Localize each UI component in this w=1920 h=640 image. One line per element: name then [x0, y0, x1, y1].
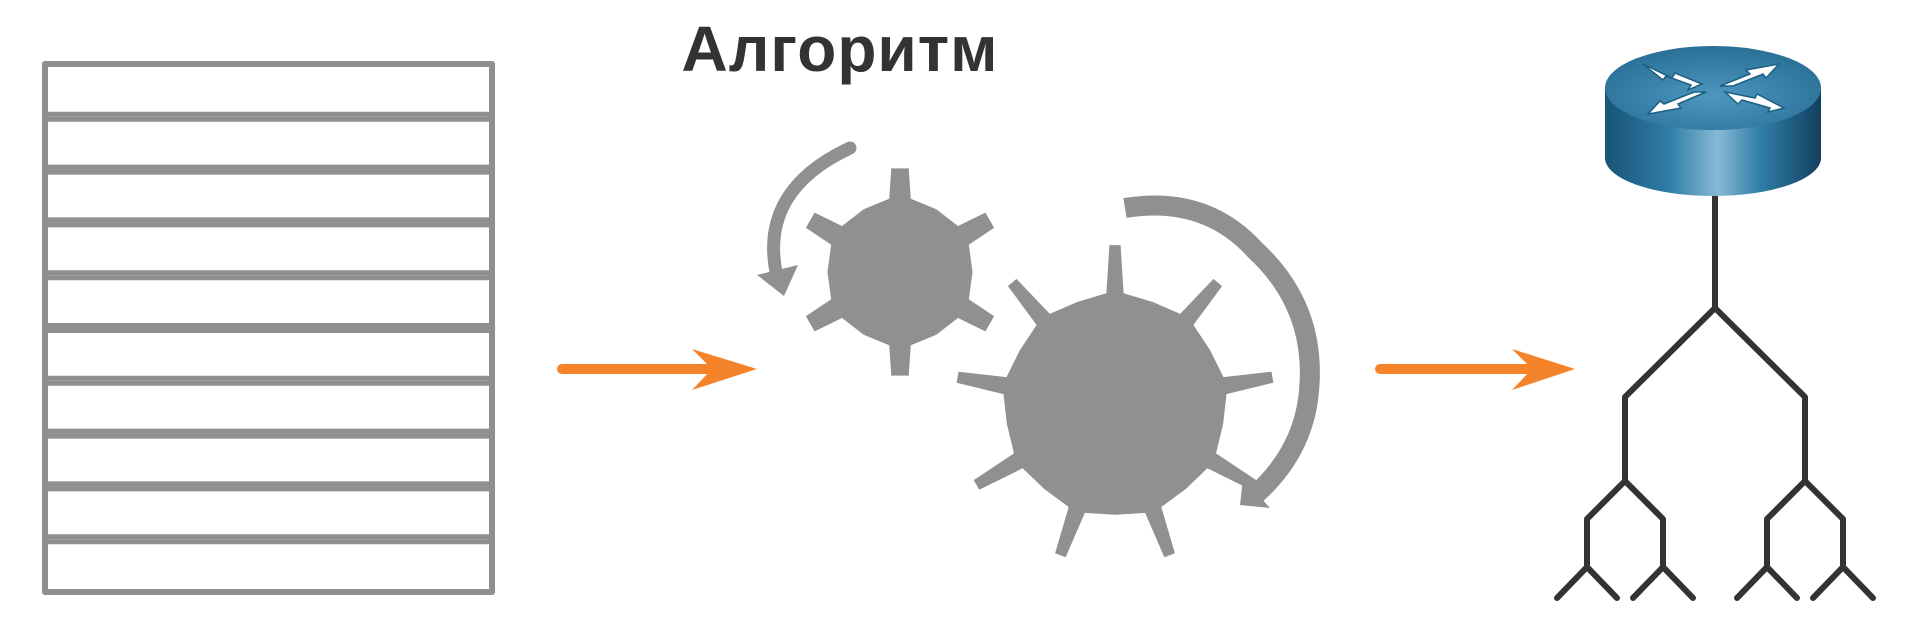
diagram-title: Алгоритм: [681, 13, 999, 85]
arrow-right-icon: [1375, 349, 1575, 390]
rotation-arrow-icon: [1123, 195, 1320, 508]
rotation-arrow-icon: [757, 141, 857, 296]
router-icon: [1605, 46, 1821, 196]
small-gear-icon: [805, 168, 995, 376]
table-icon: [42, 61, 495, 595]
arrow-right-icon: [557, 349, 757, 390]
large-gear-icon: [956, 245, 1274, 558]
routing-tree-icon: [1554, 192, 1876, 601]
router-arrows-icon: [1642, 62, 1787, 116]
